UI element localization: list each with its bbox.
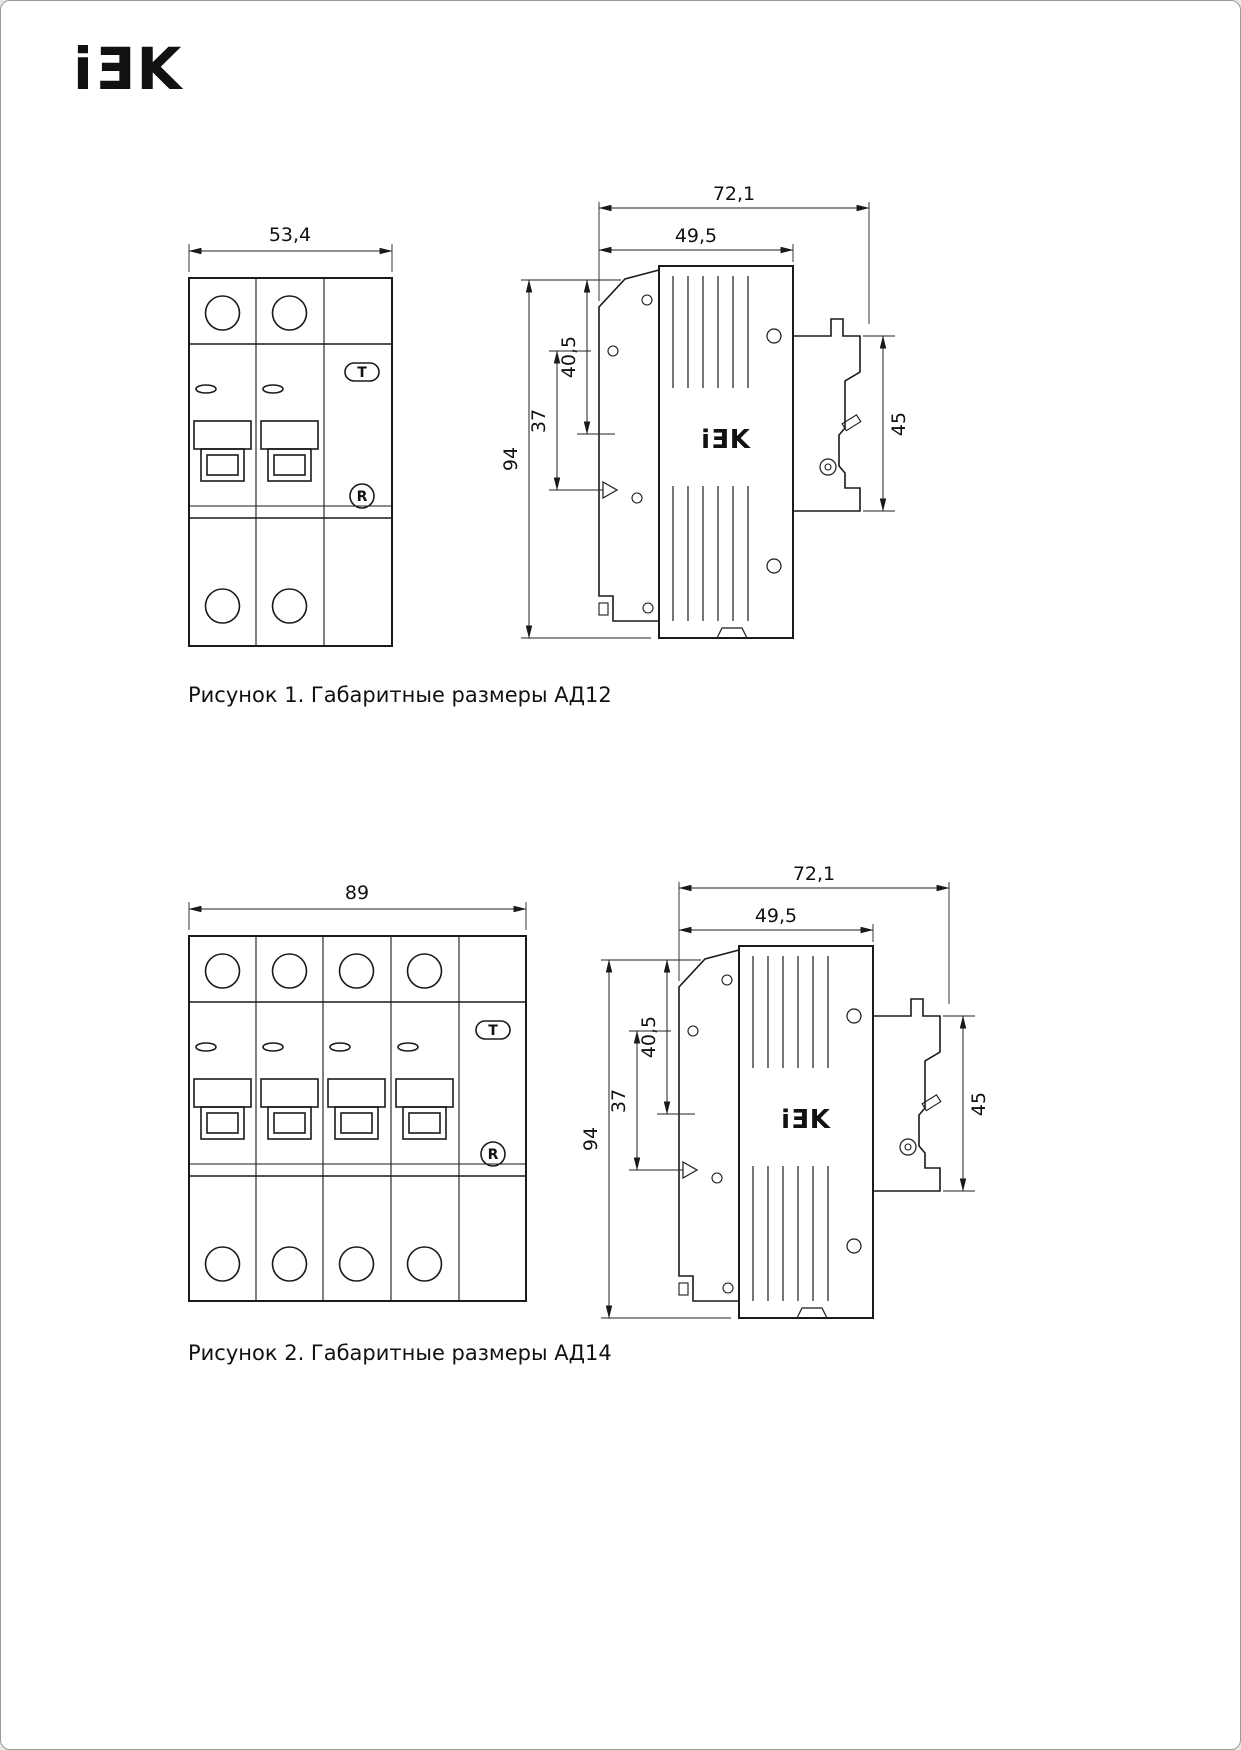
dim-label-offset-top: 40,5 <box>558 336 580 378</box>
figure2-front-view: 89 T R <box>188 882 527 1302</box>
dim-label-din-zone: 45 <box>888 412 910 436</box>
test-button <box>344 362 380 382</box>
test-button-label: T <box>357 365 367 381</box>
side-profile-drawing <box>521 202 895 638</box>
brand-logo: iƎK <box>73 35 184 103</box>
figure2-side-view: 72,1 49,5 94 40,5 37 45 iƎK <box>580 863 990 1346</box>
pole-module <box>193 953 252 1282</box>
dim-label-face-width: 49,5 <box>755 905 797 927</box>
pole-module <box>395 953 454 1282</box>
test-button <box>475 1020 511 1040</box>
side-brand-logo: iƎK <box>701 425 751 455</box>
reset-button <box>349 483 375 509</box>
reset-button <box>480 1141 506 1167</box>
dimension-front-width <box>188 902 527 930</box>
side-brand-logo: iƎK <box>781 1105 831 1135</box>
figure1-side-view: 72,1 49,5 94 40,5 37 45 iƎK <box>500 183 910 666</box>
figure2-caption: Рисунок 2. Габаритные размеры АД14 <box>188 1341 612 1365</box>
ad14-front-drawing <box>188 935 527 1302</box>
dim-label-front-width: 53,4 <box>269 224 311 246</box>
dim-label-din-zone: 45 <box>968 1092 990 1116</box>
pole-module <box>260 295 319 624</box>
dim-label-offset-top: 40,5 <box>638 1016 660 1058</box>
pole-module <box>260 953 319 1282</box>
ad12-front-drawing <box>188 277 393 647</box>
dim-label-height: 94 <box>500 447 522 471</box>
dim-label-overall-depth: 72,1 <box>713 183 755 205</box>
dim-label-offset-mid: 37 <box>528 409 550 433</box>
dim-label-offset-mid: 37 <box>608 1089 630 1113</box>
reset-button-label: R <box>488 1147 499 1163</box>
reset-button-label: R <box>357 489 368 505</box>
dim-label-front-width: 89 <box>345 882 369 904</box>
dim-label-overall-depth: 72,1 <box>793 863 835 885</box>
figure1-caption: Рисунок 1. Габаритные размеры АД12 <box>188 683 612 707</box>
pole-module <box>327 953 386 1282</box>
pole-module <box>193 295 252 624</box>
dimension-front-width <box>188 244 393 272</box>
side-profile-drawing <box>601 882 975 1318</box>
dim-label-height: 94 <box>580 1127 602 1151</box>
test-button-label: T <box>488 1023 498 1039</box>
dim-label-face-width: 49,5 <box>675 225 717 247</box>
figure1-front-view: 53,4 T R <box>188 224 393 647</box>
